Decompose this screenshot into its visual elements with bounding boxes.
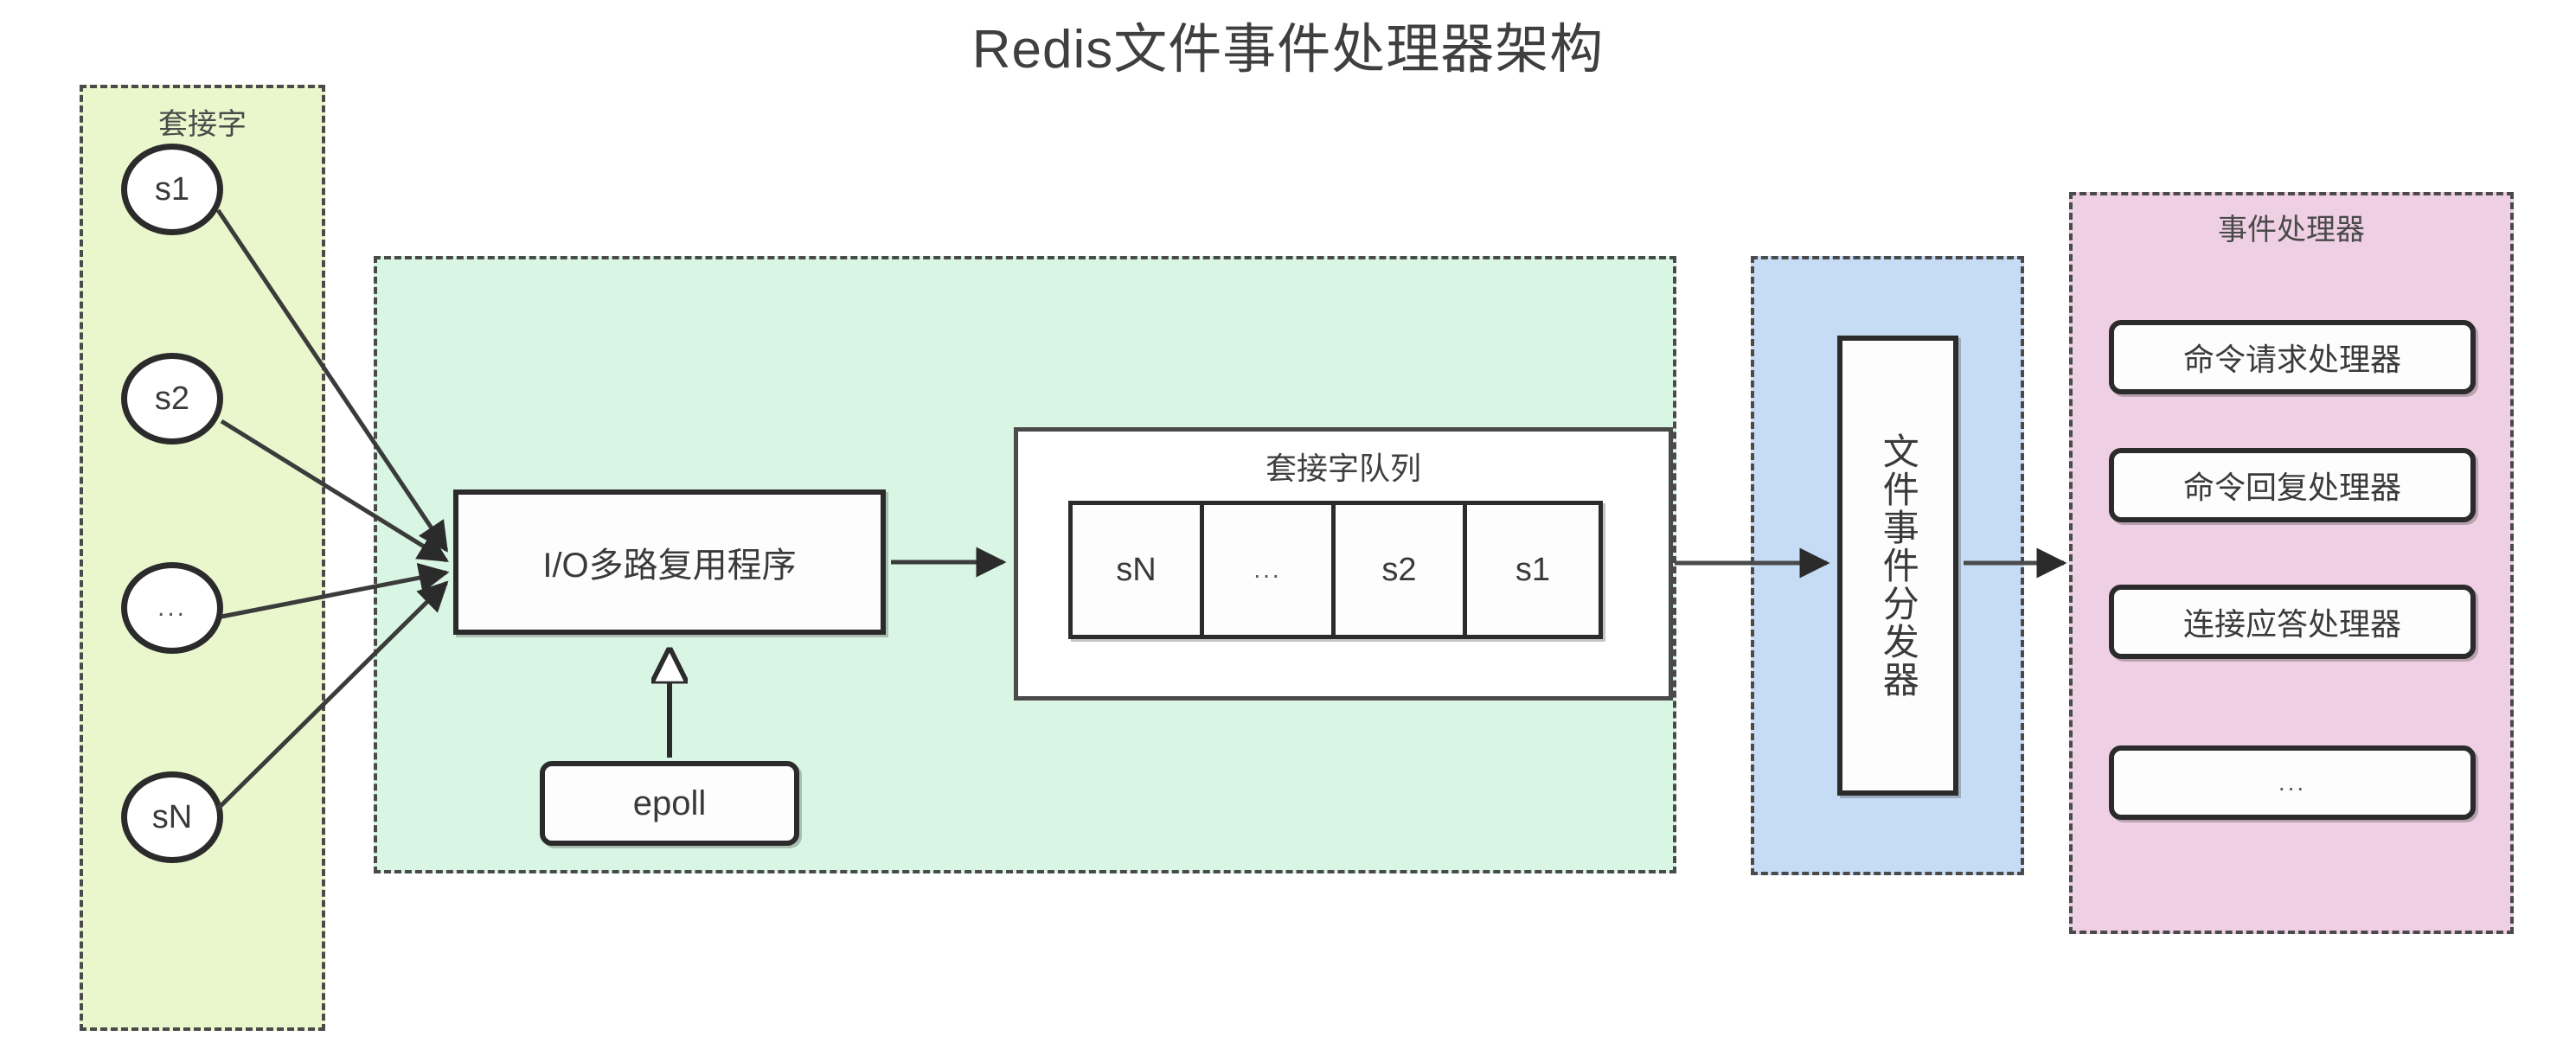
socket-queue-cells: sN ... s2 s1 <box>1068 501 1603 639</box>
handler-label: 命令请求处理器 <box>2182 342 2401 377</box>
page-title: Redis文件事件处理器架构 <box>971 20 1605 80</box>
socket-queue-container: 套接字队列 sN ... s2 s1 <box>1014 427 1673 701</box>
queue-cell-label: ... <box>1253 556 1282 583</box>
panel-sockets: 套接字 <box>80 85 325 1031</box>
queue-cell-label: sN <box>1116 551 1157 588</box>
panel-event-handlers: 事件处理器 <box>2069 192 2514 934</box>
handler-connection-accept[interactable]: 连接应答处理器 <box>2109 585 2476 659</box>
handler-label: ... <box>2278 769 2307 796</box>
panel-sockets-label: 套接字 <box>158 108 247 141</box>
queue-cell[interactable]: sN <box>1073 505 1204 635</box>
socket-node-label: sN <box>151 798 193 835</box>
panel-event-handlers-label: 事件处理器 <box>2218 214 2365 246</box>
socket-node-label: s2 <box>154 380 190 417</box>
handler-command-request[interactable]: 命令请求处理器 <box>2109 320 2476 394</box>
queue-cell[interactable]: s2 <box>1336 505 1467 635</box>
queue-cell[interactable]: s1 <box>1467 505 1599 635</box>
handler-command-reply[interactable]: 命令回复处理器 <box>2109 448 2476 522</box>
epoll-label: epoll <box>632 784 707 822</box>
queue-cell-label: s1 <box>1515 551 1551 588</box>
queue-cell-label: s2 <box>1381 551 1417 588</box>
socket-node-ellipsis[interactable]: ... <box>121 562 223 654</box>
socket-queue-title: 套接字队列 <box>1265 451 1421 486</box>
queue-cell[interactable]: ... <box>1204 505 1336 635</box>
handler-ellipsis[interactable]: ... <box>2109 745 2476 820</box>
socket-node-sn[interactable]: sN <box>121 771 223 863</box>
file-event-dispatcher-label: 文件事件分发器 <box>1878 432 1919 699</box>
socket-node-s1[interactable]: s1 <box>121 144 223 235</box>
io-multiplexing-program-label: I/O多路复用程序 <box>542 547 797 585</box>
handler-label: 命令回复处理器 <box>2182 470 2401 505</box>
file-event-dispatcher-box[interactable]: 文件事件分发器 <box>1837 336 1958 796</box>
handler-label: 连接应答处理器 <box>2182 606 2401 642</box>
socket-node-label: ... <box>157 593 187 622</box>
epoll-box[interactable]: epoll <box>540 761 799 846</box>
socket-node-s2[interactable]: s2 <box>121 353 223 445</box>
socket-node-label: s1 <box>154 170 190 208</box>
io-multiplexing-program-box[interactable]: I/O多路复用程序 <box>453 489 886 635</box>
